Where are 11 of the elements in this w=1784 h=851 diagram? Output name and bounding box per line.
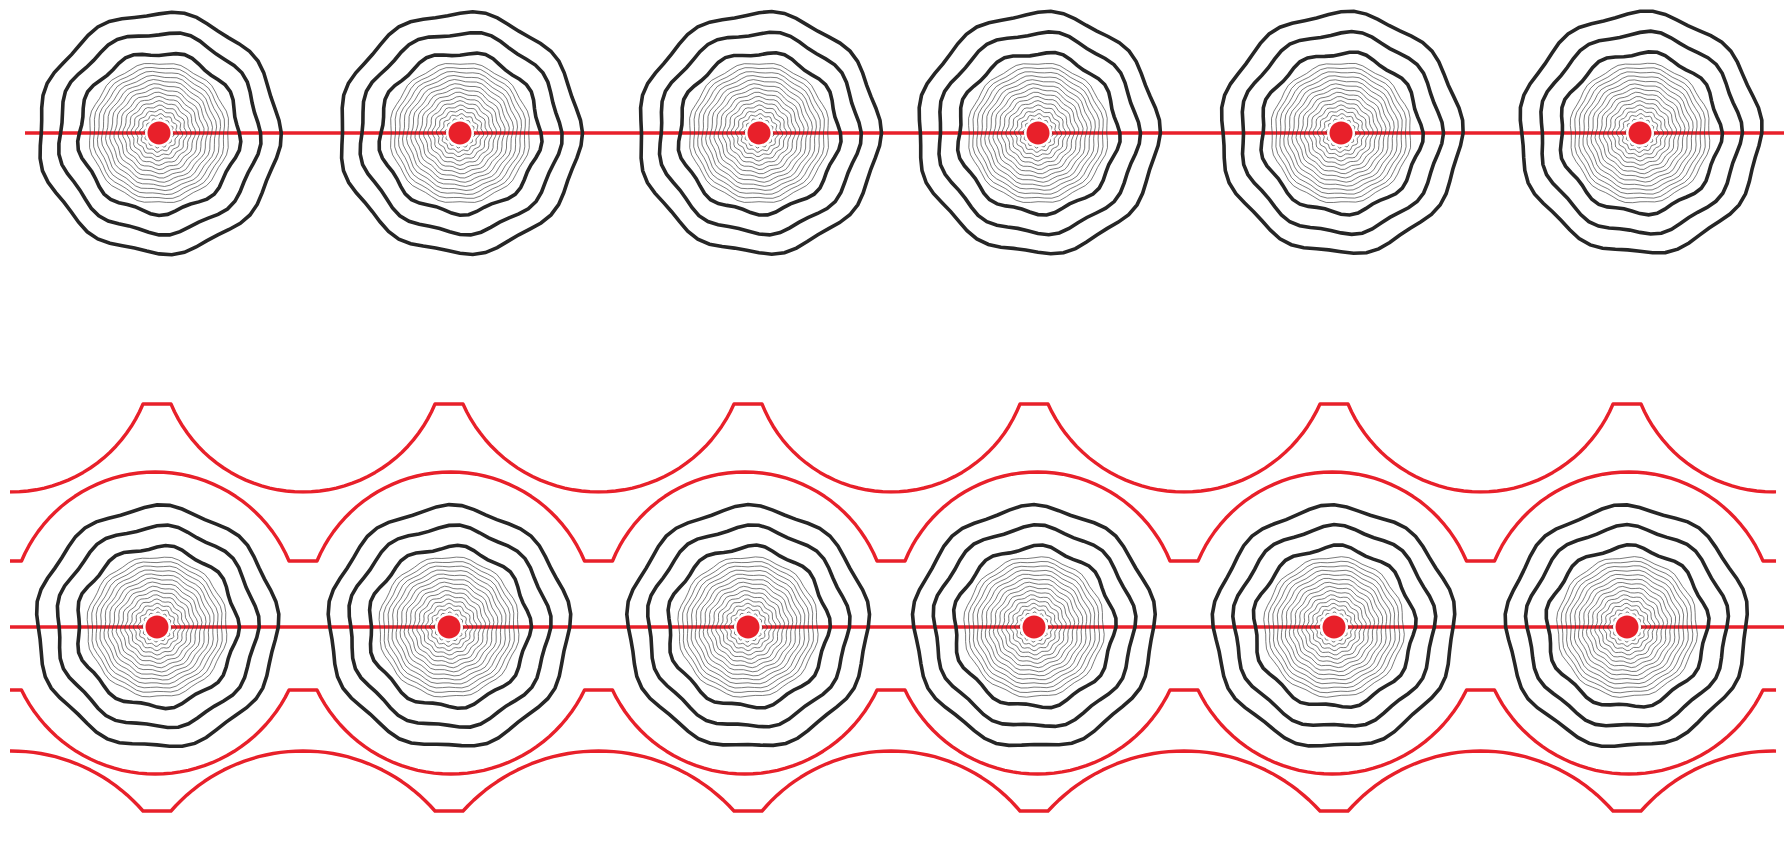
log-cross-section-drawing (326, 502, 573, 748)
log-cross-section-drawing (917, 9, 1163, 256)
log-cross-section-drawing (1518, 9, 1764, 255)
log-cross-section-drawing (1219, 9, 1465, 256)
log-cross-section-drawing (34, 503, 281, 749)
log-cross-section-drawing (1503, 503, 1750, 749)
log-cross-section-drawing (38, 10, 284, 257)
log-cross-section-drawing (625, 502, 872, 748)
log-cross-section-drawing (638, 9, 884, 256)
log-cross-section-drawing (1210, 502, 1457, 748)
log-cross-section-drawing (339, 9, 585, 257)
